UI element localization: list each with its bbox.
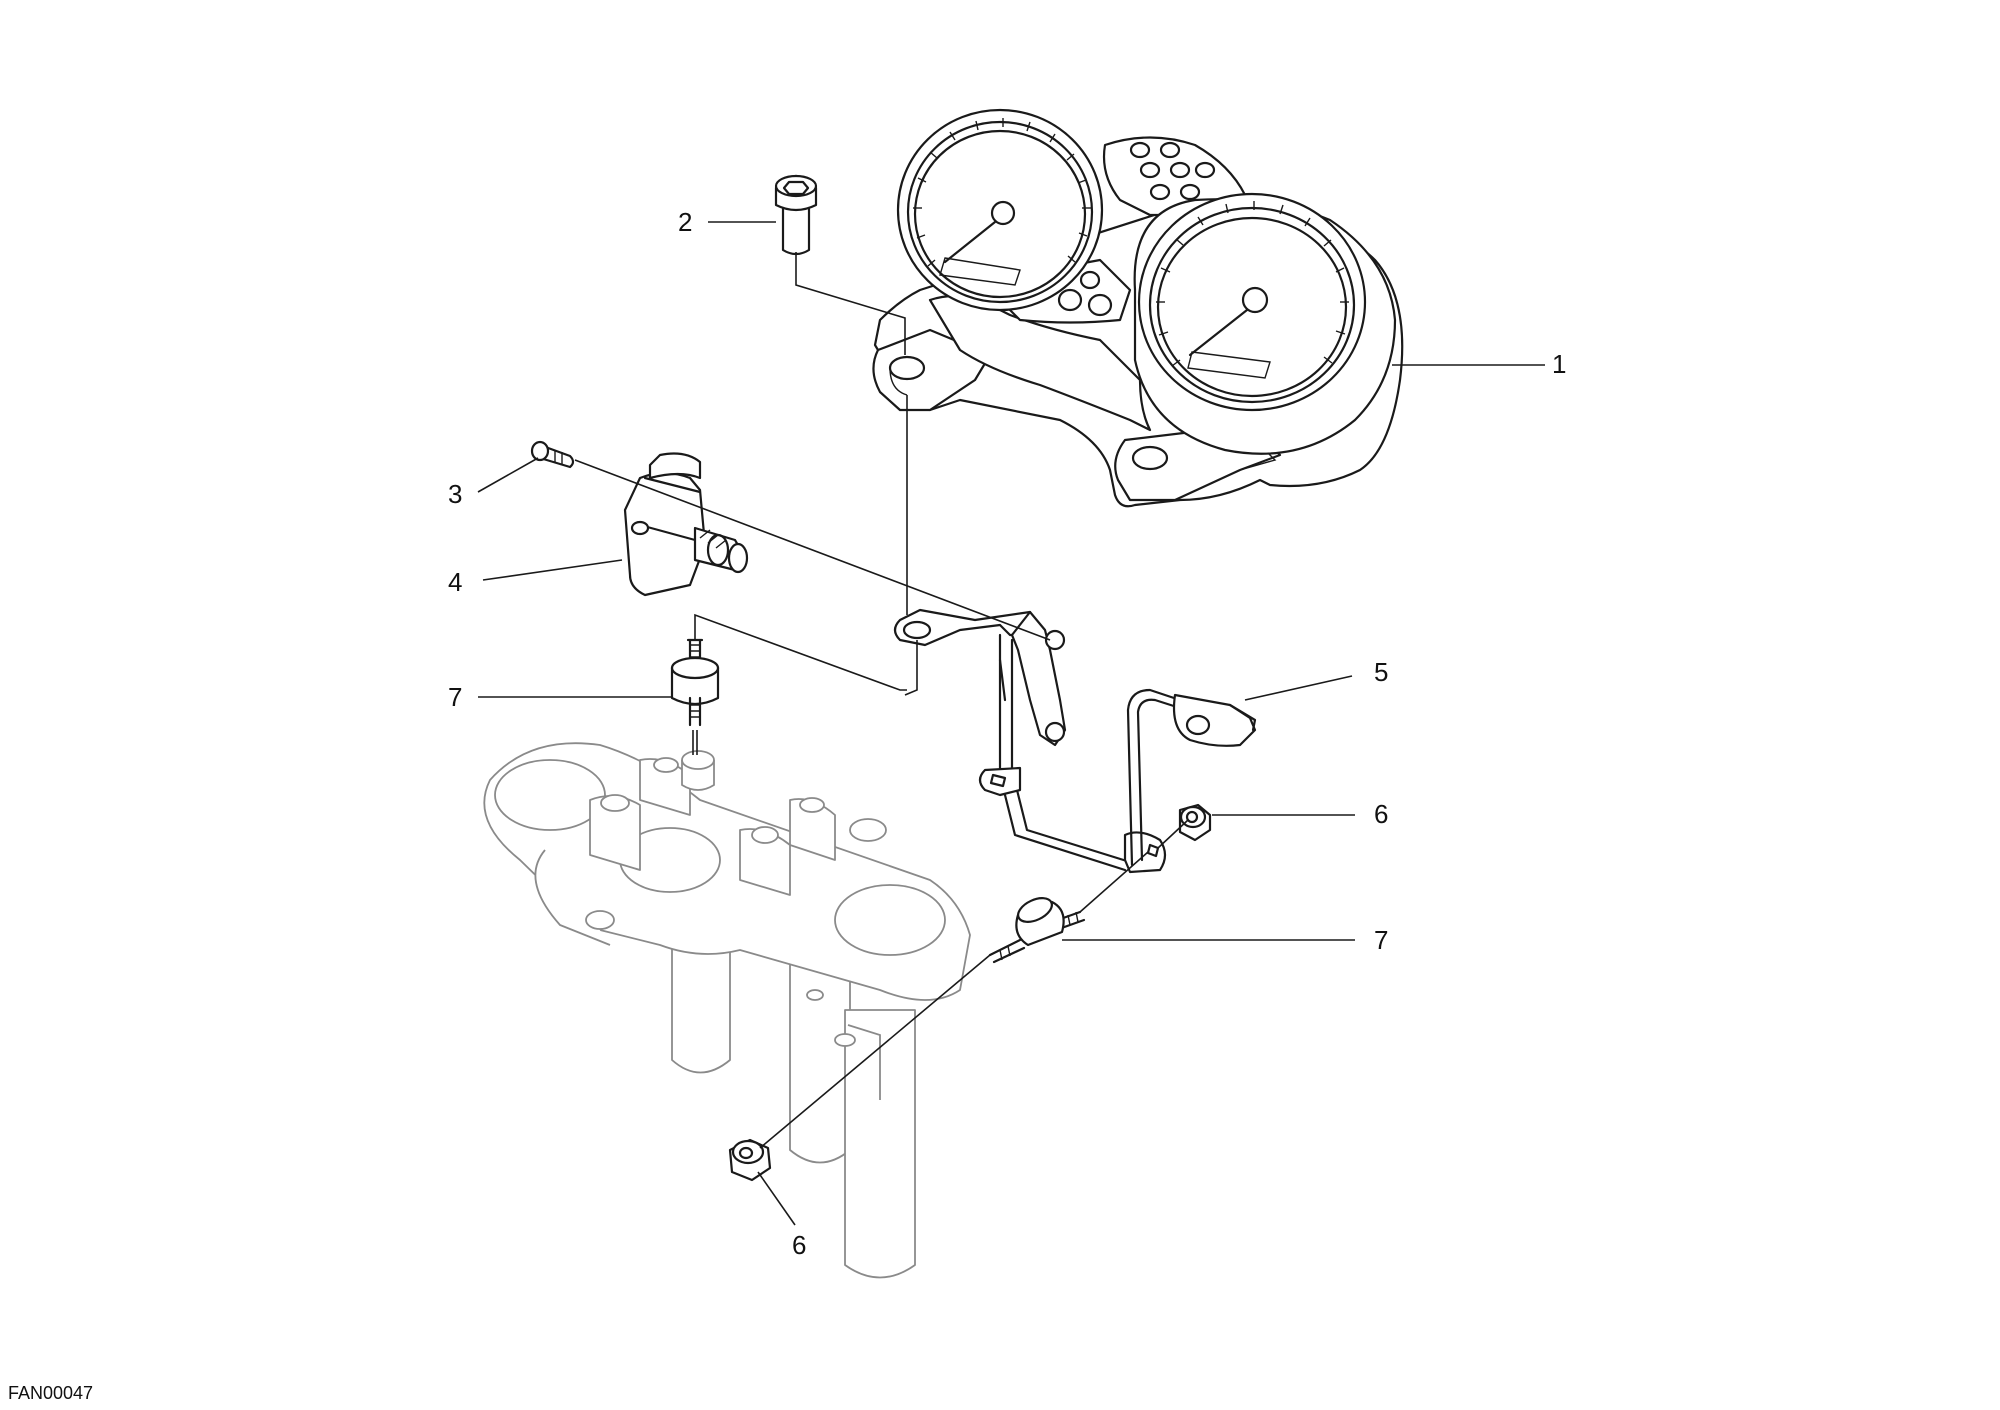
assembly-lines [574, 252, 1189, 1149]
callout-6-lower: 6 [792, 1230, 806, 1260]
callout-3: 3 [448, 479, 462, 509]
callout-leaders [477, 221, 1545, 1226]
speedo-ticks [913, 118, 1091, 267]
callout-4: 4 [448, 567, 462, 597]
part-3-screw [530, 440, 575, 469]
callout-2: 2 [678, 207, 692, 237]
part-6-nut-lower [728, 1138, 772, 1182]
part-7-mount-lower [988, 897, 1086, 964]
part-2-screw [774, 174, 818, 256]
part-7-mount-upper [670, 638, 720, 755]
drawing-code: FAN00047 [8, 1383, 93, 1403]
callout-7-upper: 7 [448, 682, 462, 712]
callout-7-lower: 7 [1374, 925, 1388, 955]
callout-1: 1 [1552, 349, 1566, 379]
part-5-bracket [893, 608, 1257, 874]
top-yoke-reference [483, 742, 971, 1279]
tacho-ticks [1156, 201, 1349, 367]
part-4-sensor [623, 452, 749, 597]
instrument-cluster [872, 108, 1404, 508]
callout-5: 5 [1374, 657, 1388, 687]
callout-6-upper: 6 [1374, 799, 1388, 829]
